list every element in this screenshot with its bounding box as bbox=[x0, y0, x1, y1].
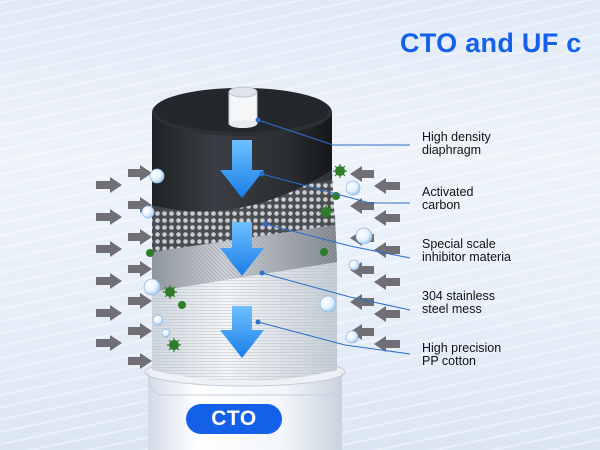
layer-label-line2: inhibitor materia bbox=[422, 250, 511, 264]
layer-label-carbon: Activated carbon bbox=[422, 186, 473, 212]
center-tube bbox=[228, 86, 258, 128]
inflow-arrow-icon bbox=[96, 229, 152, 257]
inflow-arrow-icon bbox=[96, 323, 152, 351]
flow-down-arrow-icon bbox=[220, 222, 264, 276]
inflow-arrows-left bbox=[96, 165, 152, 369]
layer-label-line1: High precision bbox=[422, 341, 502, 355]
layer-label-line1: Activated bbox=[422, 185, 474, 199]
headline: CTO and UF c bbox=[400, 28, 582, 58]
inflow-arrow-icon bbox=[350, 294, 400, 322]
flow-down-arrow-icon bbox=[220, 140, 264, 198]
layer-label-line1: Special scale bbox=[422, 237, 496, 251]
inflow-arrow-icon bbox=[96, 165, 152, 193]
layer-label-line2: diaphragm bbox=[422, 143, 482, 157]
leader-lines bbox=[257, 119, 411, 355]
inflow-arrows-right bbox=[350, 166, 400, 352]
layer-label-pp-cotton: High precision PP cotton bbox=[422, 342, 501, 368]
inflow-arrow-icon bbox=[350, 324, 400, 352]
layer-label-line2: carbon bbox=[422, 198, 461, 212]
layer-label-line1: 304 stainless bbox=[422, 289, 495, 303]
inflow-arrow-icon bbox=[350, 166, 400, 194]
bacteria-spikes bbox=[163, 164, 347, 352]
inflow-arrow-icon bbox=[350, 198, 400, 226]
leader-dots bbox=[255, 117, 268, 325]
flow-down-arrow-icon bbox=[220, 306, 264, 358]
inflow-arrow-icon bbox=[128, 353, 152, 369]
layer-label-line1: High density bbox=[422, 130, 491, 144]
layer-label-line2: PP cotton bbox=[422, 354, 476, 368]
cto-badge-label: CTO bbox=[211, 407, 257, 430]
layer-label-scale-inhibitor: Special scale inhibitor materia bbox=[422, 238, 511, 264]
layer-label-line2: steel mess bbox=[422, 302, 482, 316]
inflow-arrow-icon bbox=[96, 261, 152, 289]
water-bubble-icon bbox=[141, 168, 373, 344]
cto-badge-pill bbox=[186, 404, 282, 434]
layer-label-diaphragm: High density diaphragm bbox=[422, 131, 491, 157]
inflow-arrow-icon bbox=[96, 293, 152, 321]
layer-label-steel-mesh: 304 stainless steel mess bbox=[422, 290, 495, 316]
